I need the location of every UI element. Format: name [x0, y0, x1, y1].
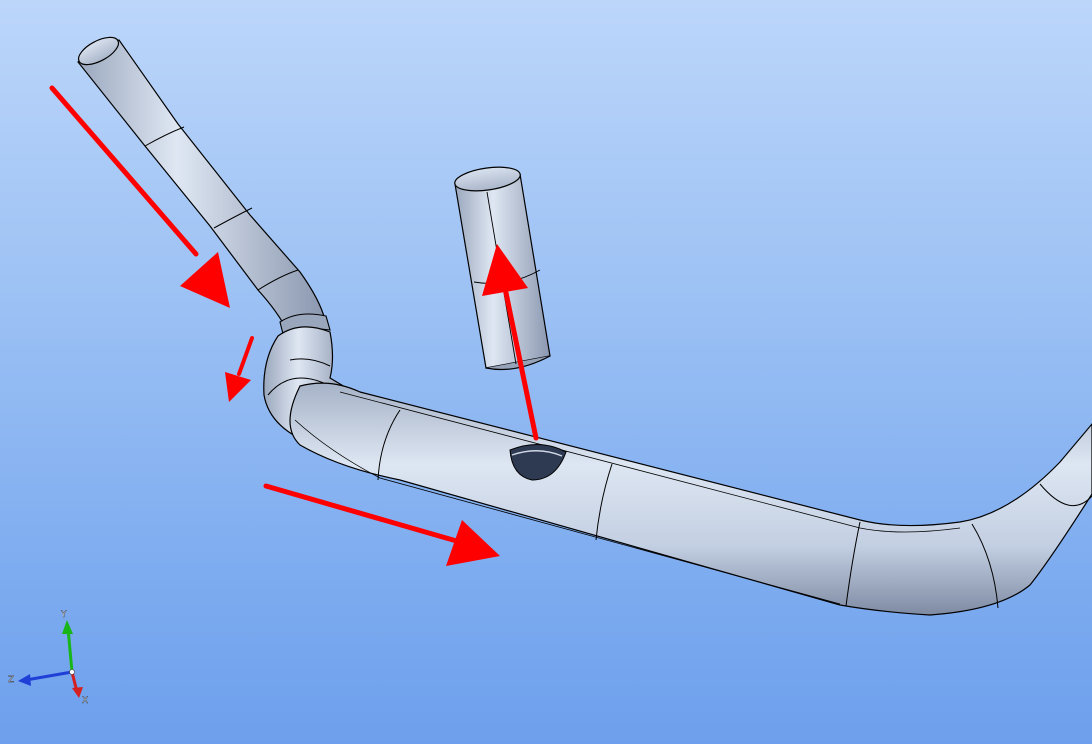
triad-origin — [69, 669, 75, 675]
flow-arrow-inlet-shaft — [49, 85, 199, 257]
triad-y-arrowhead — [62, 620, 73, 634]
elbow-seam-2 — [267, 377, 327, 396]
main-pipe-edge-bottom — [294, 419, 841, 605]
main-seam-3 — [845, 521, 861, 607]
elbow-seam-1 — [289, 358, 331, 367]
triad-y-label: Y — [60, 610, 67, 620]
inlet-pipe-end-cap — [77, 36, 120, 66]
flow-arrow-elbow — [225, 336, 254, 402]
triad-x-arrowhead — [72, 687, 83, 698]
flow-arrow-elbow-head — [225, 372, 251, 402]
flow-arrow-main — [263, 483, 500, 566]
main-seam-2 — [595, 463, 613, 541]
flow-arrow-inlet-head — [180, 252, 230, 308]
flow-arrow-elbow-shaft — [237, 336, 254, 376]
flow-arrow-inlet — [49, 85, 230, 308]
orientation-triad: Y Z X — [8, 610, 89, 706]
main-seam-4 — [971, 523, 999, 609]
triad-z-axis — [25, 670, 73, 682]
inlet-seam-3 — [257, 269, 299, 291]
flow-arrow-branch — [482, 244, 539, 441]
flow-arrow-branch-head — [482, 244, 528, 296]
flow-arrow-main-shaft — [263, 483, 463, 545]
inlet-seam-1 — [144, 126, 185, 147]
main-pipe-edge-top — [339, 391, 961, 533]
main-seam-1 — [377, 409, 401, 481]
triad-z-label: Z — [8, 675, 14, 685]
triad-y-axis — [66, 627, 74, 673]
branch-hole-rim — [511, 450, 563, 457]
flow-arrows — [49, 85, 539, 566]
branch-cylinder-top-cap — [454, 166, 521, 192]
flow-arrow-branch-shaft — [502, 285, 539, 441]
triad-x-label: X — [82, 696, 88, 706]
flow-arrow-main-head — [446, 520, 500, 566]
main-seam-5 — [1039, 483, 1092, 506]
main-pipe-body — [289, 382, 1092, 616]
triad-z-arrowhead — [18, 674, 31, 686]
inlet-seam-2 — [213, 207, 253, 229]
main-pipe[interactable] — [289, 382, 1092, 616]
